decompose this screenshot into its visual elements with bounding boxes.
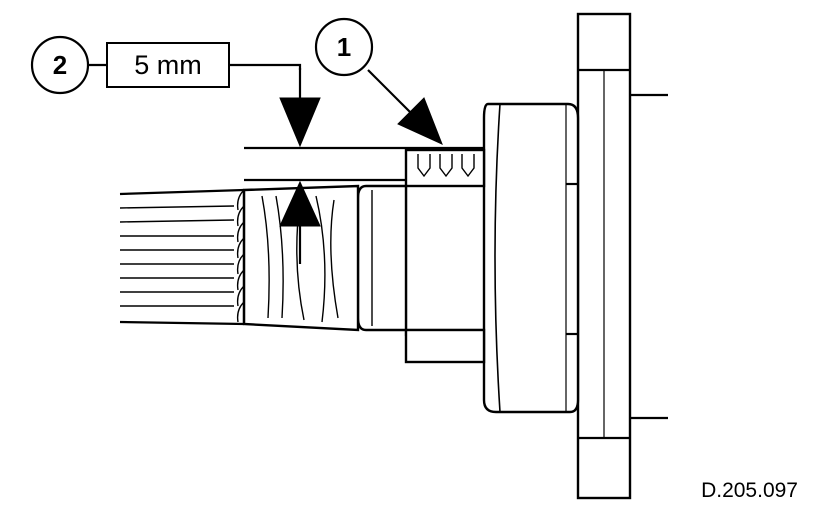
dimension-arrows <box>279 68 321 264</box>
reference-code: D.205.097 <box>701 479 798 502</box>
callout-2: 2 <box>30 35 107 95</box>
bearing-hub <box>482 102 580 414</box>
dimension-label: 5 mm <box>134 50 202 80</box>
arrow-down-icon <box>279 97 321 148</box>
shaft-step <box>356 184 408 332</box>
leader-arrow-icon <box>397 97 443 145</box>
callout-1: 1 <box>314 17 443 145</box>
splined-shaft <box>119 188 246 326</box>
callout-1-number: 1 <box>337 32 351 62</box>
mounting-flange <box>576 12 668 500</box>
dimension-box: 5 mm <box>106 42 302 88</box>
threaded-collar <box>404 148 486 364</box>
dimension-lines <box>244 146 484 182</box>
callout-2-number: 2 <box>53 50 67 80</box>
